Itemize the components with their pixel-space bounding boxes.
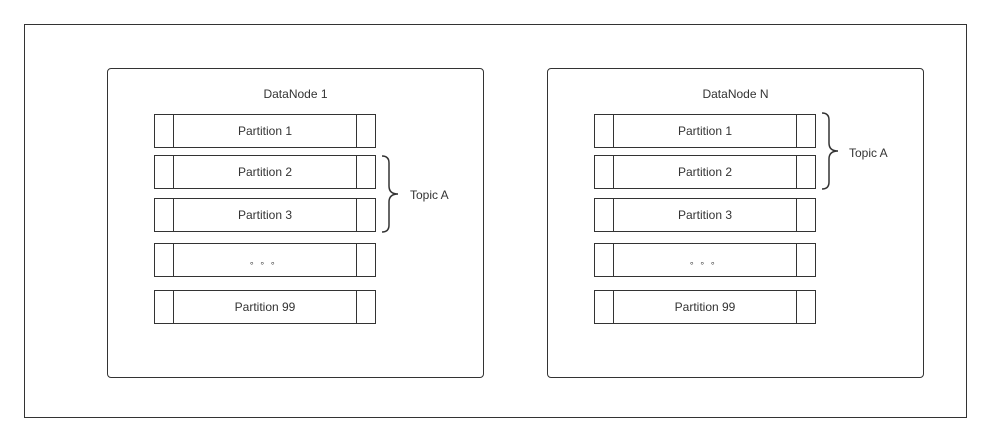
datanode-1-partition-3: Partition 3 (154, 198, 376, 232)
partition-label: Partition 1 (677, 124, 733, 138)
datanode-n-partition-99: Partition 99 (594, 290, 816, 324)
datanode-1-partition-1: Partition 1 (154, 114, 376, 148)
partition-label: Partition 3 (677, 208, 733, 222)
partition-label: Partition 99 (674, 300, 736, 314)
partition-label: Partition 2 (677, 165, 733, 179)
partition-label: Partition 3 (237, 208, 293, 222)
ellipsis-label: 。。。 (249, 255, 286, 266)
datanode-1-topic-label: Topic A (410, 188, 449, 202)
datanode-1-topic-brace (381, 155, 399, 233)
datanode-n-topic-brace (821, 112, 839, 190)
datanode-1-box: DataNode 1 (107, 68, 484, 378)
partition-label: Partition 99 (234, 300, 296, 314)
datanode-n-topic-label: Topic A (849, 146, 888, 160)
datanode-n-title: DataNode N (702, 87, 769, 101)
datanode-n-partition-1: Partition 1 (594, 114, 816, 148)
partition-label: Partition 1 (237, 124, 293, 138)
datanode-n-box: DataNode N (547, 68, 924, 378)
cluster-frame (24, 24, 967, 418)
datanode-n-partition-2: Partition 2 (594, 155, 816, 189)
datanode-1-title: DataNode 1 (263, 87, 328, 101)
datanode-n-partition-ellipsis: 。。。 (594, 243, 816, 277)
datanode-1-partition-ellipsis: 。。。 (154, 243, 376, 277)
partition-label: Partition 2 (237, 165, 293, 179)
datanode-n-partition-3: Partition 3 (594, 198, 816, 232)
datanode-1-partition-99: Partition 99 (154, 290, 376, 324)
ellipsis-label: 。。。 (689, 255, 726, 266)
datanode-1-partition-2: Partition 2 (154, 155, 376, 189)
